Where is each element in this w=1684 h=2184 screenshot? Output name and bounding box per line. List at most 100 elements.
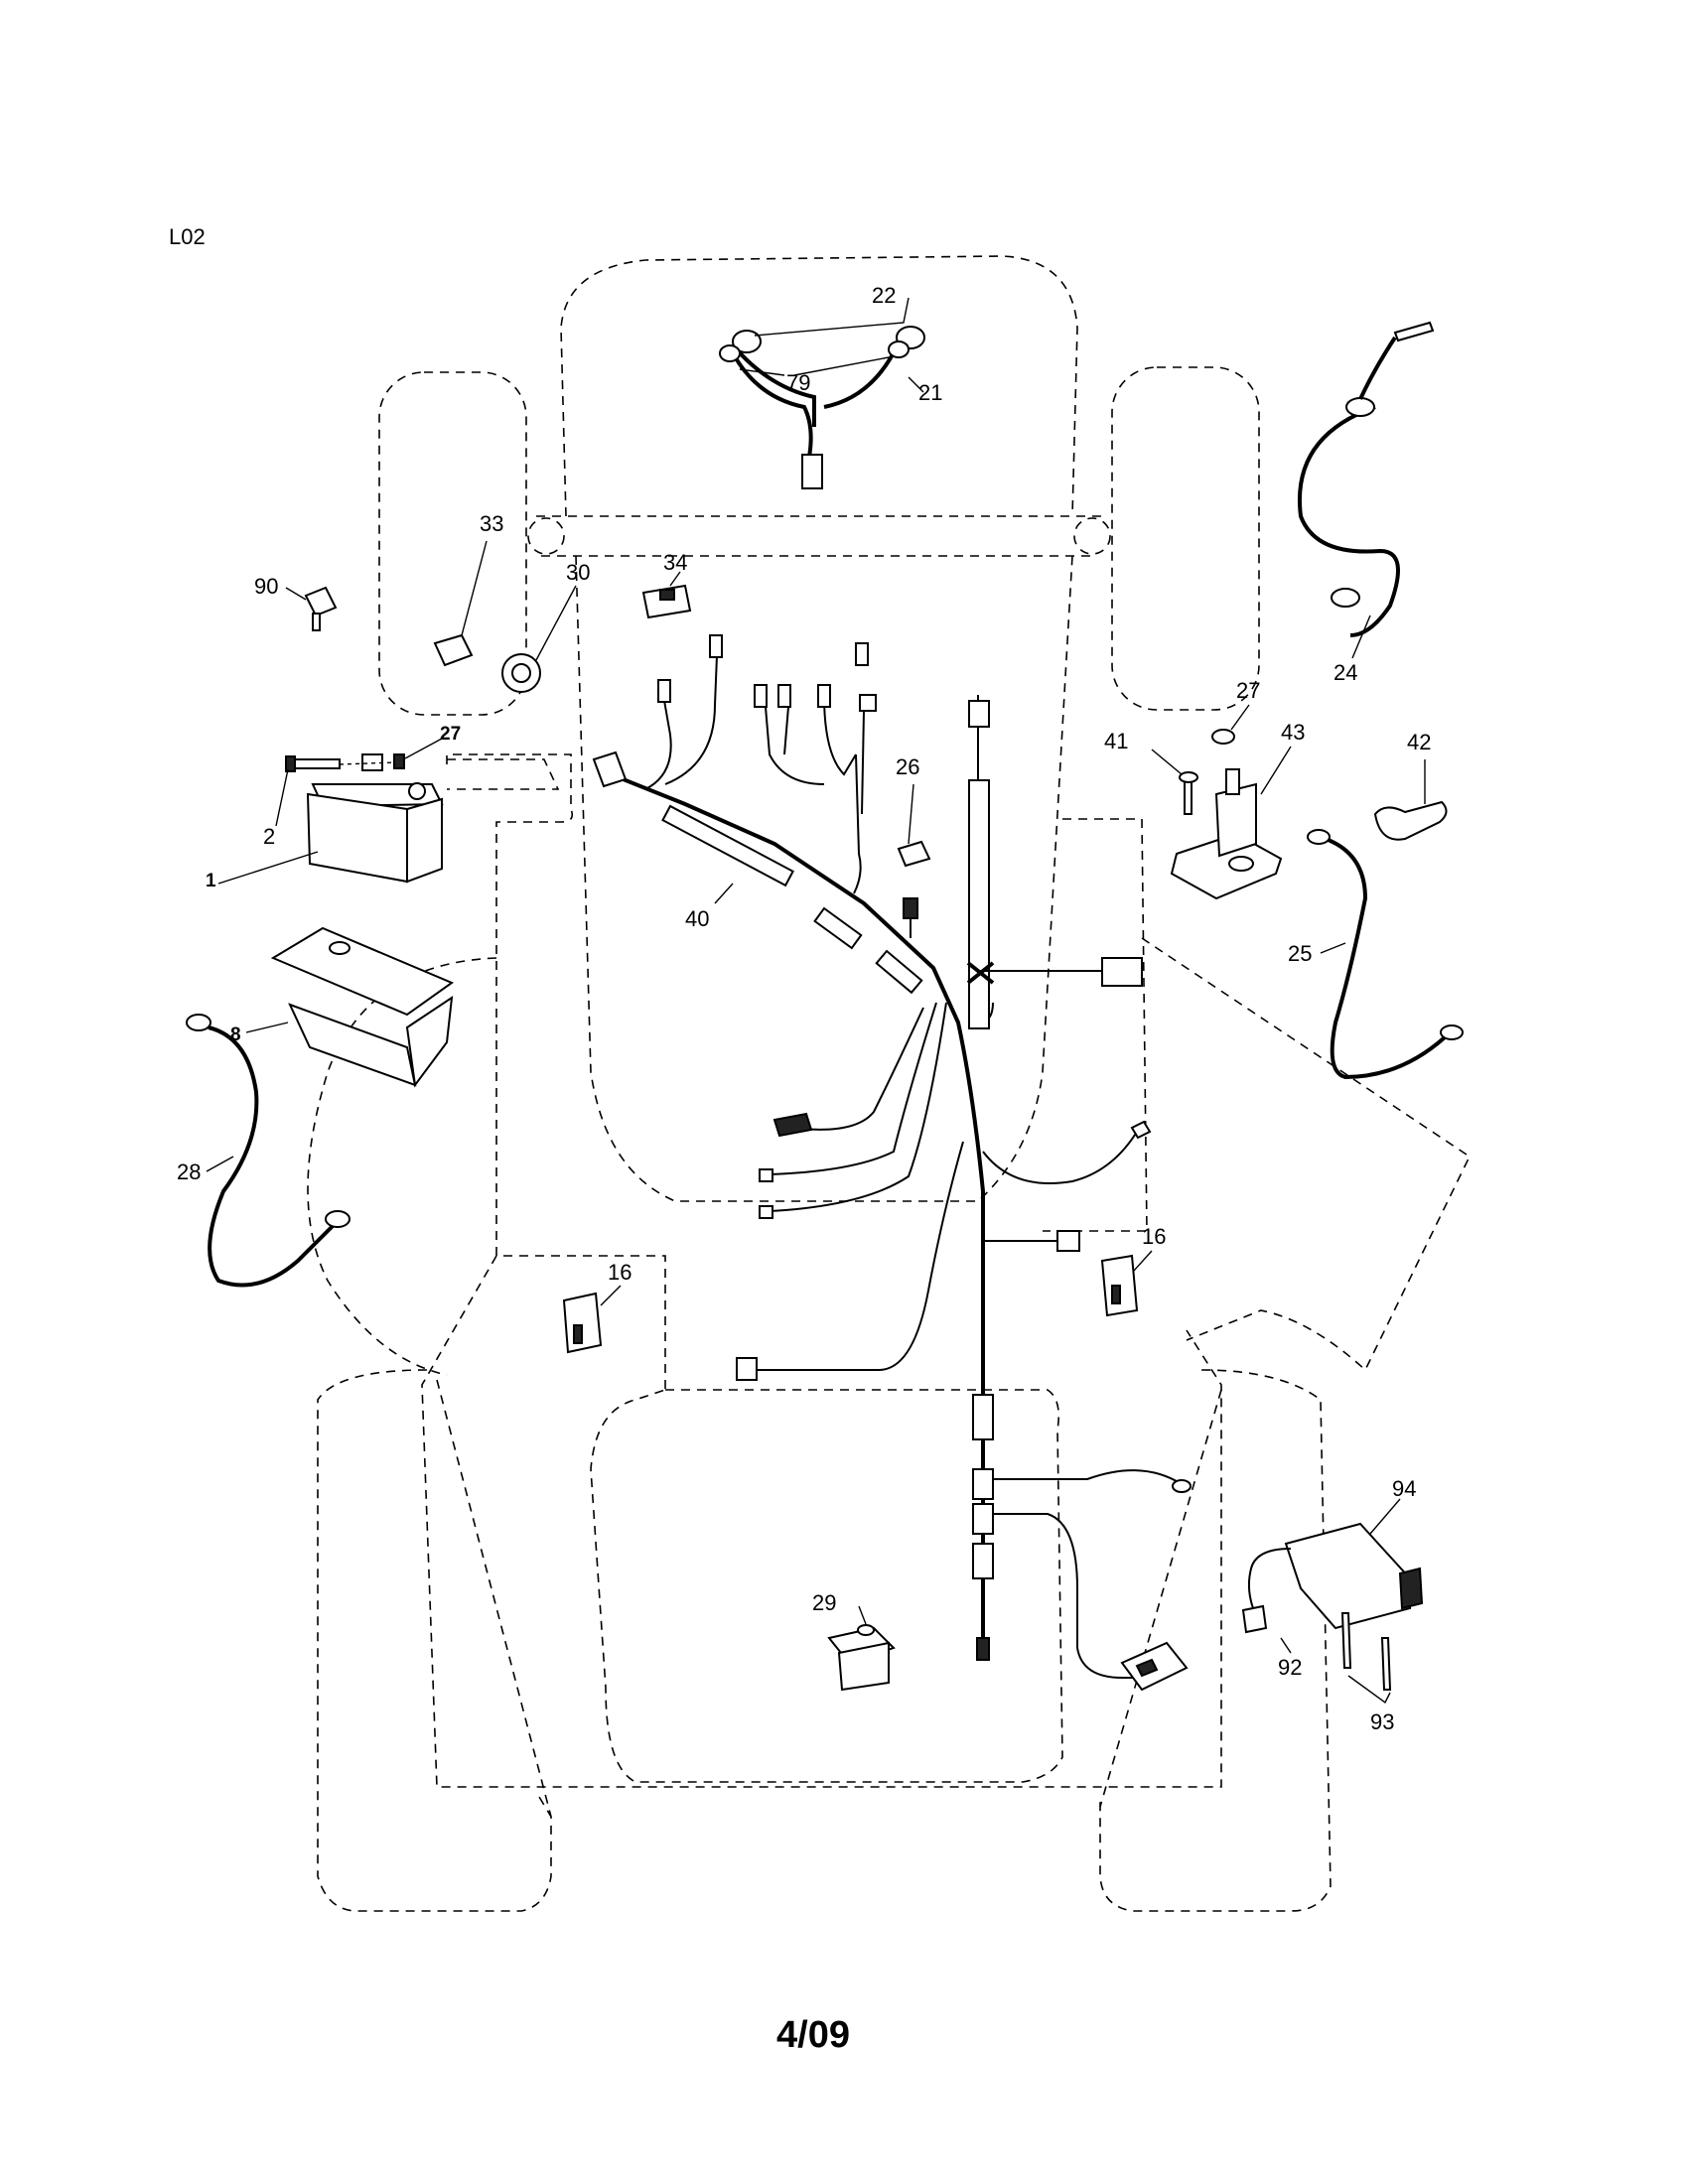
callout-28: 28: [177, 1160, 201, 1184]
battery-1-front: [306, 792, 408, 884]
battery-1-side: [406, 797, 443, 884]
harness-sleeve-1: [661, 804, 794, 887]
module-92-connector: [1241, 1604, 1268, 1634]
harness-branch-e: [769, 1002, 947, 1212]
leader-29: [858, 1605, 867, 1625]
harness-sleeve-7: [972, 1543, 994, 1579]
front-axle-outline: [536, 515, 1102, 557]
harness-sleeve-5: [972, 1468, 994, 1500]
ground-cable-24-terminal: [1393, 321, 1435, 342]
harness-branch-i: [993, 1469, 1183, 1485]
solenoid-43-post: [1225, 768, 1240, 795]
ground-cable-left: [186, 1014, 351, 1288]
callout-27-left: 27: [440, 724, 461, 745]
headlight-bulb-left: [732, 330, 762, 353]
harness-connector-a2: [709, 634, 723, 658]
callout-90: 90: [254, 574, 278, 599]
leader-94: [1369, 1498, 1401, 1535]
harness-branch-f: [982, 1131, 1138, 1184]
solenoid-bolt-41-head: [1179, 771, 1198, 783]
ground-cable-28-ring-top: [186, 1014, 211, 1031]
callout-16-right: 16: [1142, 1224, 1166, 1249]
interlock-switch-right: [1100, 1250, 1153, 1317]
seat-deck-outline: [590, 1389, 1063, 1783]
body-center-outline: [575, 555, 1073, 1202]
rear-wheel-right-outline: [1099, 1369, 1332, 1912]
harness-connector-a1: [657, 679, 671, 703]
solenoid-hole: [1228, 856, 1254, 872]
harness-branch-c-plug: [772, 1112, 813, 1138]
interlock-switch-left: [562, 1285, 622, 1354]
headlight-socket-left: [719, 344, 741, 362]
seat-connector-tab: [1135, 1658, 1159, 1678]
callout-79: 79: [786, 370, 810, 395]
switch-34: [641, 571, 692, 619]
ground-cable-24-wire: [1298, 405, 1400, 637]
harness-connector-b3: [817, 684, 831, 708]
leader-27-left: [404, 738, 443, 759]
callout-26: 26: [896, 754, 919, 779]
key-head: [312, 613, 321, 631]
callout-24: 24: [1333, 660, 1357, 685]
harness-connector-b5: [859, 694, 877, 712]
leader-30: [535, 585, 577, 661]
leader-16-right: [1133, 1250, 1153, 1272]
headlight-harness-plug: [801, 454, 823, 489]
terminal-boot-42: [1373, 800, 1448, 841]
leader-41: [1151, 749, 1183, 775]
harness-branch-b: [764, 694, 862, 894]
ignition-parts: [433, 540, 577, 693]
hood-outline: [560, 255, 1078, 517]
switch-29: [827, 1605, 896, 1692]
harness-connector-b1: [754, 684, 768, 708]
callout-29: 29: [812, 1590, 836, 1615]
cable-25: [1307, 829, 1464, 1080]
front-wheel-left-outline: [378, 371, 527, 716]
harness-branch-d: [769, 1002, 937, 1175]
solenoid-assembly: [1151, 704, 1448, 900]
leader-93: [1347, 1675, 1391, 1705]
leader-40: [714, 883, 734, 904]
leader-2: [275, 768, 289, 827]
module-assembly: [1241, 1498, 1424, 1705]
harness-branch-d-term: [759, 1168, 773, 1182]
leader-34: [669, 571, 681, 587]
battery-bolt-2-head: [285, 755, 296, 772]
harness-connector-b2: [777, 684, 791, 708]
leader-26: [908, 783, 914, 845]
harness-main-trunk: [610, 772, 985, 1638]
harness-branch-c: [783, 1007, 924, 1131]
switch-29-body: [837, 1641, 890, 1692]
battery-tray-hole: [329, 941, 351, 955]
leader-16-left: [600, 1285, 622, 1306]
leader-28: [206, 1156, 234, 1172]
ground-cable-24-ring-top: [1345, 397, 1375, 417]
callout-30: 30: [566, 560, 590, 585]
page-code: L02: [169, 224, 206, 249]
harness-relay-plug: [903, 897, 918, 919]
leader-22: [754, 297, 910, 337]
harness-branch-f-term: [1130, 1120, 1152, 1140]
battery-tray-body: [288, 1003, 417, 1087]
module-94-plug: [1398, 1567, 1424, 1610]
module-92-lead: [1247, 1548, 1292, 1609]
interlock-switch-16-left-tab: [573, 1324, 583, 1344]
left-panel-outline: [446, 753, 666, 1390]
key-tag-33: [433, 633, 474, 667]
page-footer: 4/09: [776, 2014, 850, 2056]
callout-41: 41: [1104, 729, 1128, 753]
harness-sleeve-3: [875, 949, 923, 995]
rear-wheel-left-outline: [317, 1369, 552, 1912]
front-wheel-right-outline: [1111, 366, 1260, 711]
harness-branch-a: [644, 654, 718, 790]
switch-34-body: [641, 584, 692, 619]
headlight-harness: [719, 297, 925, 489]
leader-1: [217, 851, 319, 885]
harness-connector-b4: [855, 642, 869, 666]
callout-93: 93: [1370, 1709, 1394, 1734]
fuse-26: [897, 840, 931, 868]
harness-branch-h-plug: [736, 1357, 758, 1381]
seat-connector-bracket: [1120, 1641, 1189, 1692]
callout-43: 43: [1281, 720, 1305, 745]
